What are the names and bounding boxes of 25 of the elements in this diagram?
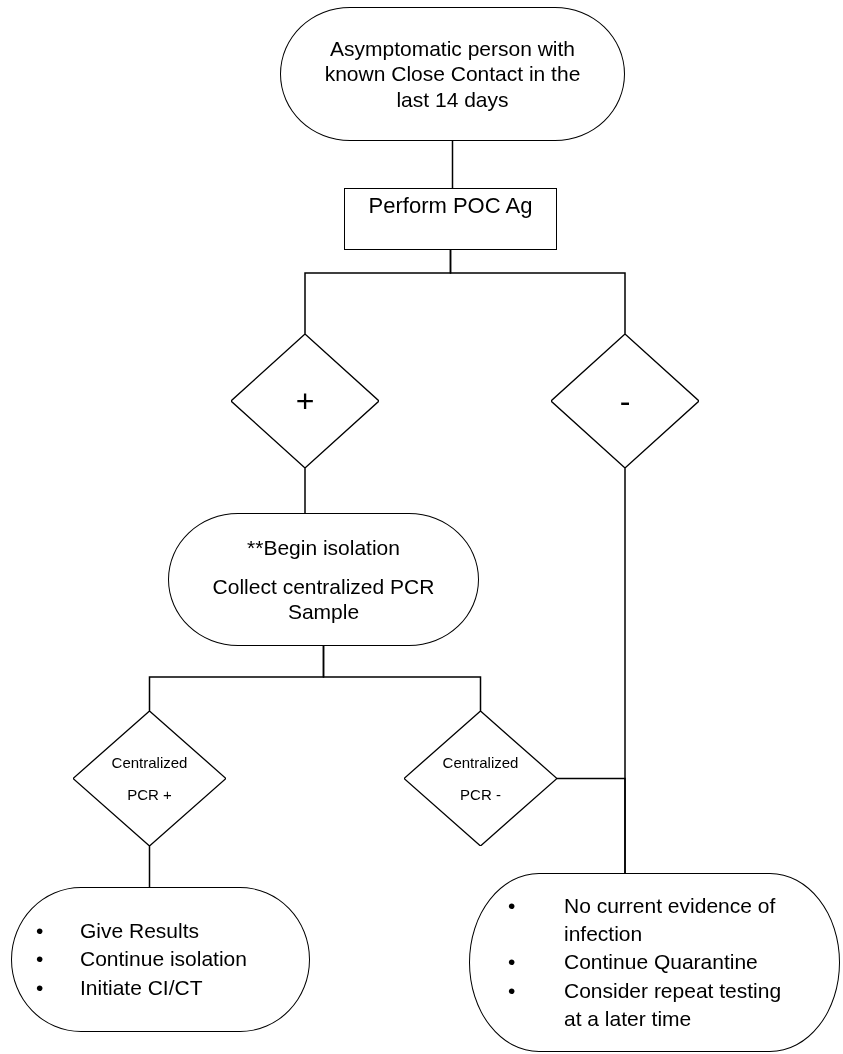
decision-label: Centralized PCR - (441, 753, 520, 805)
list-item: • Give Results (36, 918, 201, 944)
node-text: **Begin isolation (247, 534, 400, 560)
node-text: Collect centralized PCR Sample (211, 573, 436, 625)
list-item: • Continue Quarantine (508, 949, 759, 976)
decision-label: - (619, 381, 631, 421)
decision-diamond (73, 711, 226, 846)
decision-diamond (404, 711, 557, 846)
connector-line (148, 845, 151, 888)
decision-label: + (295, 381, 315, 421)
list-item: • Initiate CI/CT (36, 974, 204, 1001)
decision-diamond (551, 334, 699, 468)
list-item: • Consider repeat testing at a later time (508, 977, 783, 1032)
connector-line (556, 777, 626, 874)
connector-line (451, 140, 454, 189)
process-box (344, 188, 557, 250)
decision-diamond (231, 334, 379, 468)
list-item: • No current evidence of infection (508, 892, 777, 947)
connector-line (322, 645, 482, 712)
node-text: Asymptomatic person with known Close Contact in the last 14 days (323, 36, 582, 112)
node-text: Perform POC Ag (368, 193, 533, 220)
connector-line (449, 249, 626, 335)
list-item: • Continue isolation (36, 946, 248, 973)
decision-label: Centralized PCR + (110, 753, 189, 805)
connector-line (304, 467, 306, 514)
